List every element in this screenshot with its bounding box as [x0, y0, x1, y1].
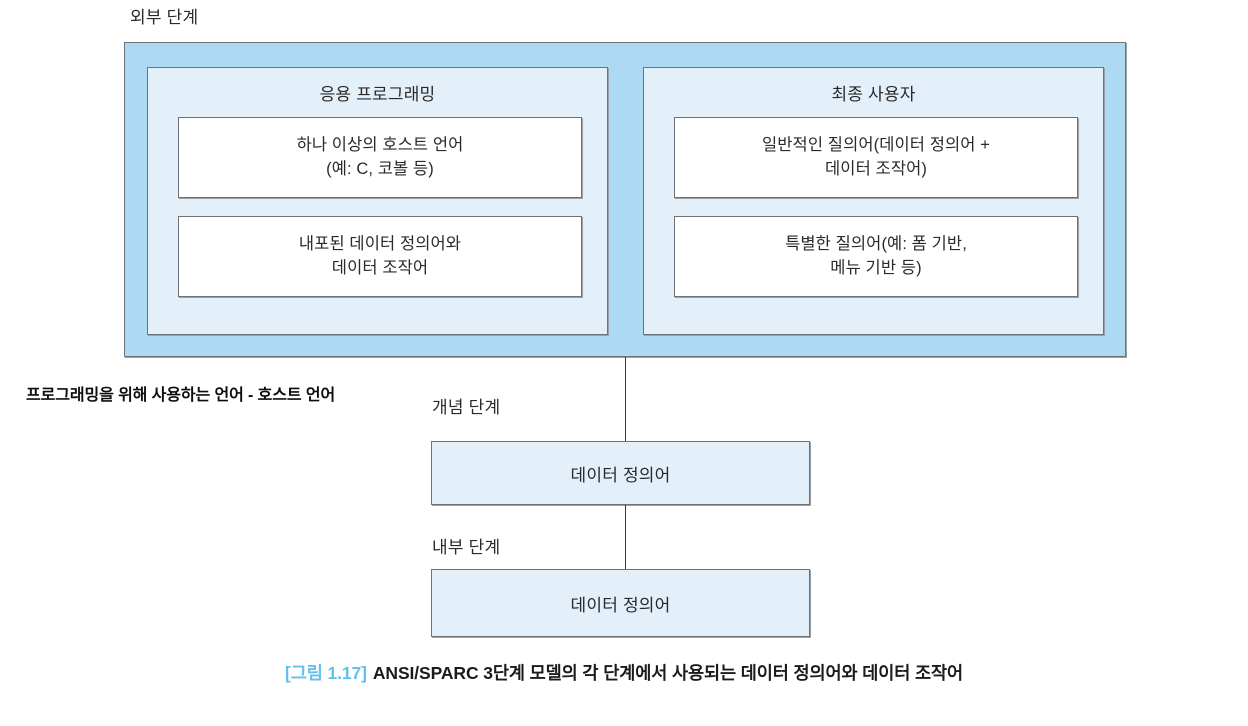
panel-application-programming: 응용 프로그래밍 하나 이상의 호스트 언어(예: C, 코볼 등) 내포된 데… — [147, 67, 608, 335]
figure-caption-text: ANSI/SPARC 3단계 모델의 각 단계에서 사용되는 데이터 정의어와 … — [372, 663, 963, 683]
external-level-label: 외부 단계 — [130, 8, 199, 27]
panel-title-application-programming: 응용 프로그래밍 — [319, 85, 436, 104]
internal-level-box: 데이터 정의어 — [431, 569, 810, 637]
annotation-host-language: 프로그래밍을 위해 사용하는 언어 - 호스트 언어 — [26, 387, 336, 404]
conceptual-level-label: 개념 단계 — [432, 398, 501, 417]
external-level-container: 응용 프로그래밍 하나 이상의 호스트 언어(예: C, 코볼 등) 내포된 데… — [124, 42, 1126, 357]
internal-level-label: 내부 단계 — [432, 538, 501, 557]
box-host-language: 하나 이상의 호스트 언어(예: C, 코볼 등) — [178, 117, 582, 198]
conceptual-level-box: 데이터 정의어 — [431, 441, 810, 505]
panel-title-end-user: 최종 사용자 — [831, 85, 916, 104]
panel-end-user: 최종 사용자 일반적인 질의어(데이터 정의어 +데이터 조작어) 특별한 질의… — [643, 67, 1104, 335]
box-general-query-language: 일반적인 질의어(데이터 정의어 +데이터 조작어) — [674, 117, 1078, 198]
figure-caption-tag: [그림 1.17] — [284, 663, 367, 683]
connector-conceptual-to-internal — [625, 505, 626, 569]
figure-caption: [그림 1.17]ANSI/SPARC 3단계 모델의 각 단계에서 사용되는 … — [0, 660, 1248, 685]
box-special-query-language: 특별한 질의어(예: 폼 기반,메뉴 기반 등) — [674, 216, 1078, 297]
connector-external-to-conceptual — [625, 357, 626, 441]
